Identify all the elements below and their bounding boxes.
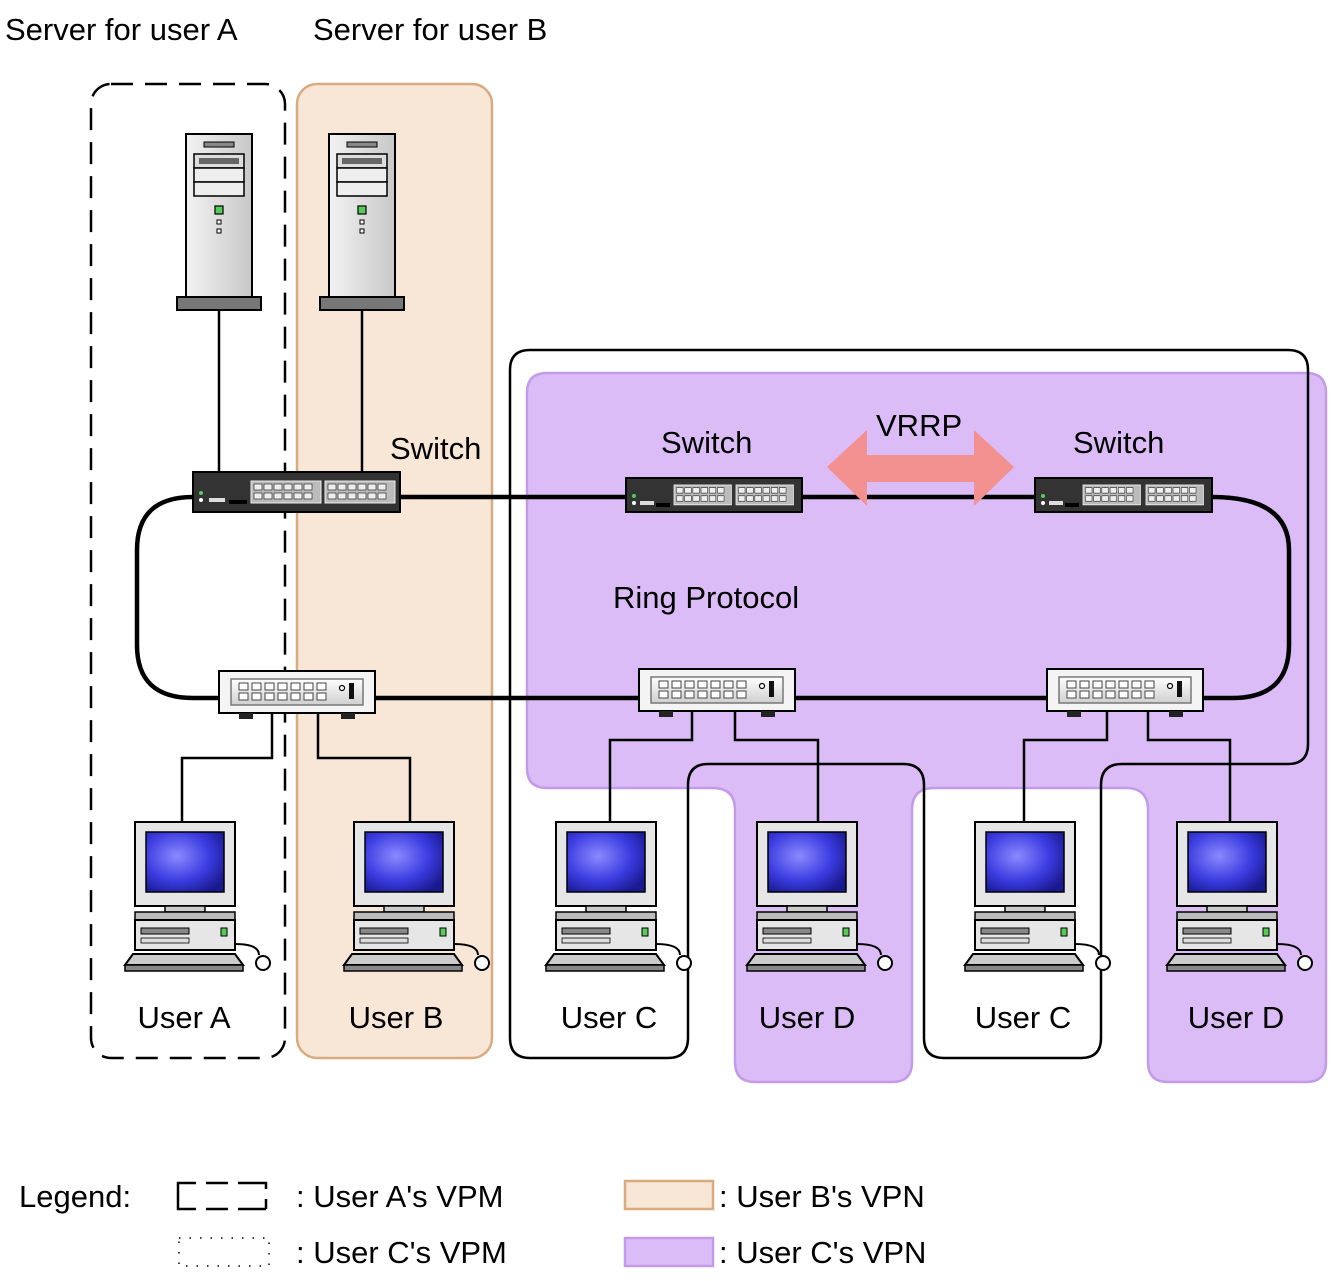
- ring-connections: [134, 494, 1292, 701]
- server-b-label: Server for user B: [313, 12, 547, 47]
- legend-dashed-swatch: [176, 1181, 268, 1211]
- vrrp-arrow-icon: [827, 430, 1014, 506]
- user-b-label: User B: [349, 1000, 444, 1035]
- pc-user-a-icon: [124, 821, 271, 972]
- server-b-icon: [319, 133, 405, 311]
- legend-user-a-vpm: : User A's VPM: [296, 1179, 503, 1214]
- switch-left-icon: [192, 471, 401, 513]
- user-c-1-label: User C: [561, 1000, 657, 1035]
- pc-user-c-1-icon: [545, 821, 692, 972]
- server-a-label: Server for user A: [5, 12, 238, 47]
- legend-title: Legend:: [19, 1179, 131, 1214]
- server-a-icon: [176, 133, 262, 311]
- vrrp-label: VRRP: [876, 408, 962, 443]
- switch-right-icon: [1034, 477, 1213, 513]
- ring-protocol-label: Ring Protocol: [613, 580, 799, 615]
- legend-user-b-swatch: [623, 1179, 715, 1211]
- user-a-vpm-region: [89, 82, 287, 1060]
- legend-user-c-vpm: : User C's VPM: [296, 1235, 507, 1270]
- switch-right-label: Switch: [1073, 425, 1164, 460]
- pc-user-c-2-icon: [964, 821, 1111, 972]
- legend-dotted-swatch: [178, 1237, 270, 1267]
- legend: Legend: : User A's VPM : User C's VPM : …: [19, 1179, 926, 1270]
- edge-switch-a-icon: [218, 670, 376, 720]
- user-c-vpm-outline: [508, 348, 1310, 1060]
- user-c-2-label: User C: [975, 1000, 1071, 1035]
- user-b-vpn-region: [295, 82, 494, 1060]
- user-d-1-label: User D: [759, 1000, 855, 1035]
- legend-user-c-vpn: : User C's VPN: [719, 1235, 926, 1270]
- legend-user-b-vpn: : User B's VPN: [719, 1179, 925, 1214]
- switch-mid-label: Switch: [661, 425, 752, 460]
- user-a-label: User A: [137, 1000, 230, 1035]
- user-d-2-label: User D: [1188, 1000, 1284, 1035]
- edge-switch-b-icon: [638, 668, 796, 718]
- user-c-vpn-region: [525, 371, 1328, 1084]
- legend-user-c-swatch: [623, 1236, 715, 1268]
- switch-mid-icon: [625, 477, 803, 513]
- edge-switch-c-icon: [1046, 668, 1204, 718]
- access-links: [180, 310, 1232, 822]
- switch-left-label: Switch: [390, 431, 481, 466]
